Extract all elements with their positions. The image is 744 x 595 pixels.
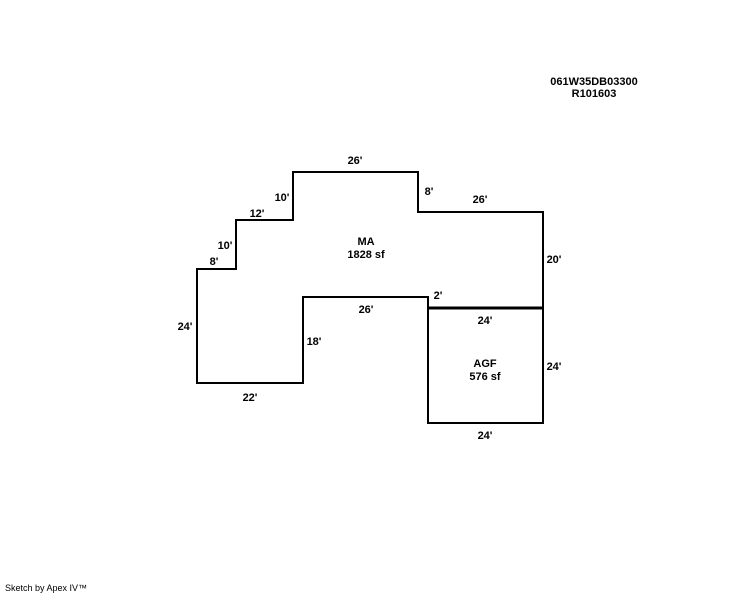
ma-area: 1828 sf: [347, 249, 385, 261]
dim-label: 20': [547, 254, 562, 266]
dim-label: 24': [178, 321, 193, 333]
agf-outline: [427, 307, 544, 424]
dim-label: 24': [478, 430, 493, 442]
dim-label: 2': [434, 290, 443, 302]
dim-label: 24': [547, 361, 562, 373]
dim-label: 18': [307, 336, 322, 348]
parcel-id: 061W35DB03300: [550, 76, 638, 88]
account-number: R101603: [571, 88, 617, 100]
ma-label: MA: [357, 236, 374, 248]
dim-label: 12': [250, 208, 265, 220]
dim-label: 22': [243, 392, 258, 404]
dim-label: 26': [348, 155, 363, 167]
dim-label: 8': [210, 256, 219, 268]
ma-outline: [196, 171, 544, 384]
agf-label: AGF: [473, 358, 497, 370]
agf-area: 576 sf: [469, 371, 501, 383]
dim-label: 26': [359, 304, 374, 316]
dim-label: 26': [473, 194, 488, 206]
dim-label: 10': [275, 192, 290, 204]
dim-label: 24': [478, 315, 493, 327]
dim-label: 10': [218, 240, 233, 252]
sketch-credit: Sketch by Apex IV™: [5, 583, 88, 593]
dim-label: 8': [425, 186, 434, 198]
